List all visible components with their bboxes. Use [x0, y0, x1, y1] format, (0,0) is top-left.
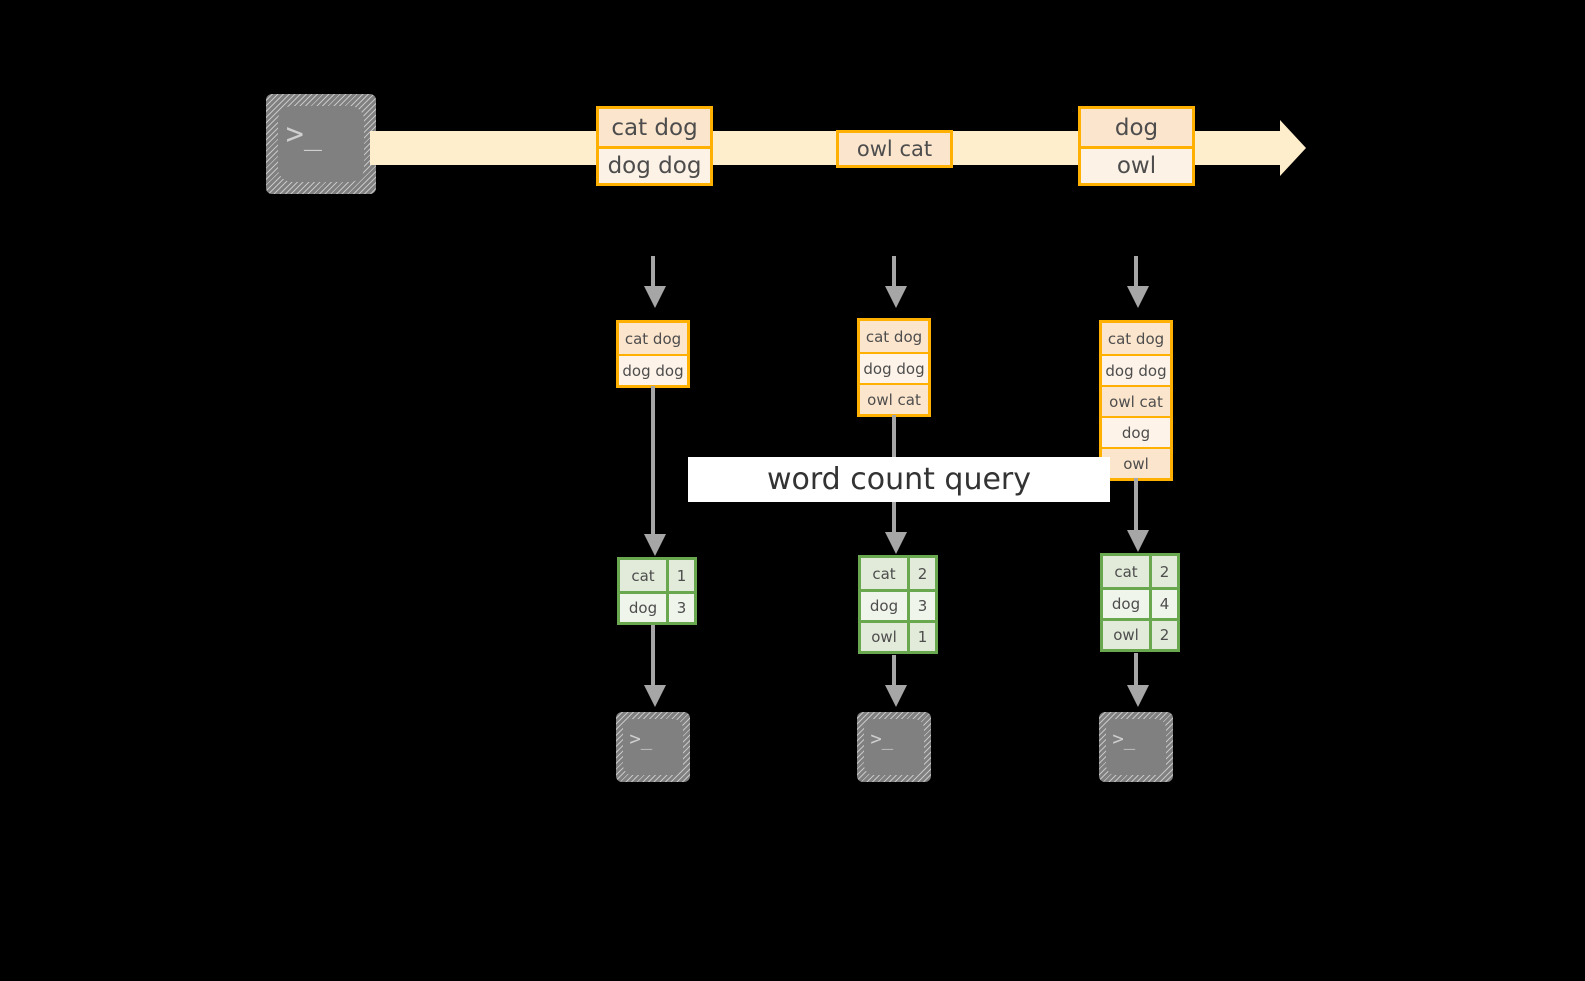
count-cell: 2 [907, 558, 935, 589]
timeline-arrow-head [1280, 120, 1306, 176]
log-row: dog dog [619, 354, 687, 385]
connector-stack-to-table-3 [1134, 478, 1138, 530]
word-cell: dog [861, 592, 907, 620]
count-cell: 4 [1149, 590, 1177, 618]
count-cell: 1 [666, 560, 694, 591]
table-row: owl 1 [861, 620, 935, 651]
log-row: dog dog [860, 352, 928, 383]
connector-arrowhead-4 [885, 286, 907, 308]
word-count-table-1: cat 1 dog 3 [617, 557, 697, 625]
count-cell: 3 [666, 594, 694, 622]
terminal-screen [1106, 719, 1166, 775]
table-row: dog 3 [620, 591, 694, 622]
connector-arrowhead-8 [1127, 530, 1149, 552]
log-row: cat dog [619, 323, 687, 354]
word-cell: dog [1103, 590, 1149, 618]
log-row: owl [1102, 447, 1170, 478]
count-cell: 2 [1149, 621, 1177, 649]
table-row: cat 2 [861, 558, 935, 589]
sink-terminal-icon-3: >_ [1099, 712, 1173, 782]
sink-terminal-icon-1: >_ [616, 712, 690, 782]
word-cell: cat [620, 560, 666, 591]
word-cell: cat [1103, 556, 1149, 587]
message-line: owl [1081, 146, 1192, 183]
log-row: owl cat [860, 383, 928, 414]
terminal-screen [864, 719, 924, 775]
connector-dash-3 [1134, 256, 1138, 286]
terminal-screen [278, 106, 364, 182]
connector-arrowhead-7 [1127, 286, 1149, 308]
count-cell: 2 [1149, 556, 1177, 587]
log-row: cat dog [1102, 323, 1170, 354]
connector-dash-2 [892, 256, 896, 286]
table-row: cat 1 [620, 560, 694, 591]
connector-table-to-sink-3 [1134, 653, 1138, 685]
word-cell: dog [620, 594, 666, 622]
source-terminal-icon: >_ [266, 94, 376, 194]
timeline-message-3: dog owl [1078, 106, 1195, 186]
query-banner-label: word count query [766, 462, 1032, 497]
query-banner: word count query [688, 457, 1110, 502]
connector-arrowhead-5 [885, 532, 907, 554]
table-row: dog 4 [1103, 587, 1177, 618]
log-row: dog dog [1102, 354, 1170, 385]
message-line: dog [1081, 109, 1192, 146]
table-row: owl 2 [1103, 618, 1177, 649]
connector-arrowhead-1 [644, 286, 666, 308]
connector-stack-to-table-1 [651, 386, 655, 534]
word-count-table-2: cat 2 dog 3 owl 1 [858, 555, 938, 654]
connector-arrowhead-2 [644, 534, 666, 556]
message-line: cat dog [599, 109, 710, 146]
input-log-stack-1: cat dog dog dog [616, 320, 690, 388]
table-row: cat 2 [1103, 556, 1177, 587]
word-cell: cat [861, 558, 907, 589]
input-log-stack-3: cat dog dog dog owl cat dog owl [1099, 320, 1173, 481]
timeline-message-1: cat dog dog dog [596, 106, 713, 186]
word-count-table-3: cat 2 dog 4 owl 2 [1100, 553, 1180, 652]
connector-table-to-sink-1 [651, 625, 655, 685]
connector-table-to-sink-2 [892, 655, 896, 685]
connector-dash-1 [651, 256, 655, 286]
log-row: dog [1102, 416, 1170, 447]
terminal-screen [623, 719, 683, 775]
connector-arrowhead-9 [1127, 685, 1149, 707]
log-row: owl cat [1102, 385, 1170, 416]
connector-arrowhead-6 [885, 685, 907, 707]
table-row: dog 3 [861, 589, 935, 620]
message-line: dog dog [599, 146, 710, 183]
message-line: owl cat [839, 133, 950, 165]
word-cell: owl [861, 623, 907, 651]
input-log-stack-2: cat dog dog dog owl cat [857, 318, 931, 417]
word-cell: owl [1103, 621, 1149, 649]
count-cell: 1 [907, 623, 935, 651]
count-cell: 3 [907, 592, 935, 620]
connector-arrowhead-3 [644, 685, 666, 707]
timeline-message-2: owl cat [836, 130, 953, 168]
sink-terminal-icon-2: >_ [857, 712, 931, 782]
log-row: cat dog [860, 321, 928, 352]
